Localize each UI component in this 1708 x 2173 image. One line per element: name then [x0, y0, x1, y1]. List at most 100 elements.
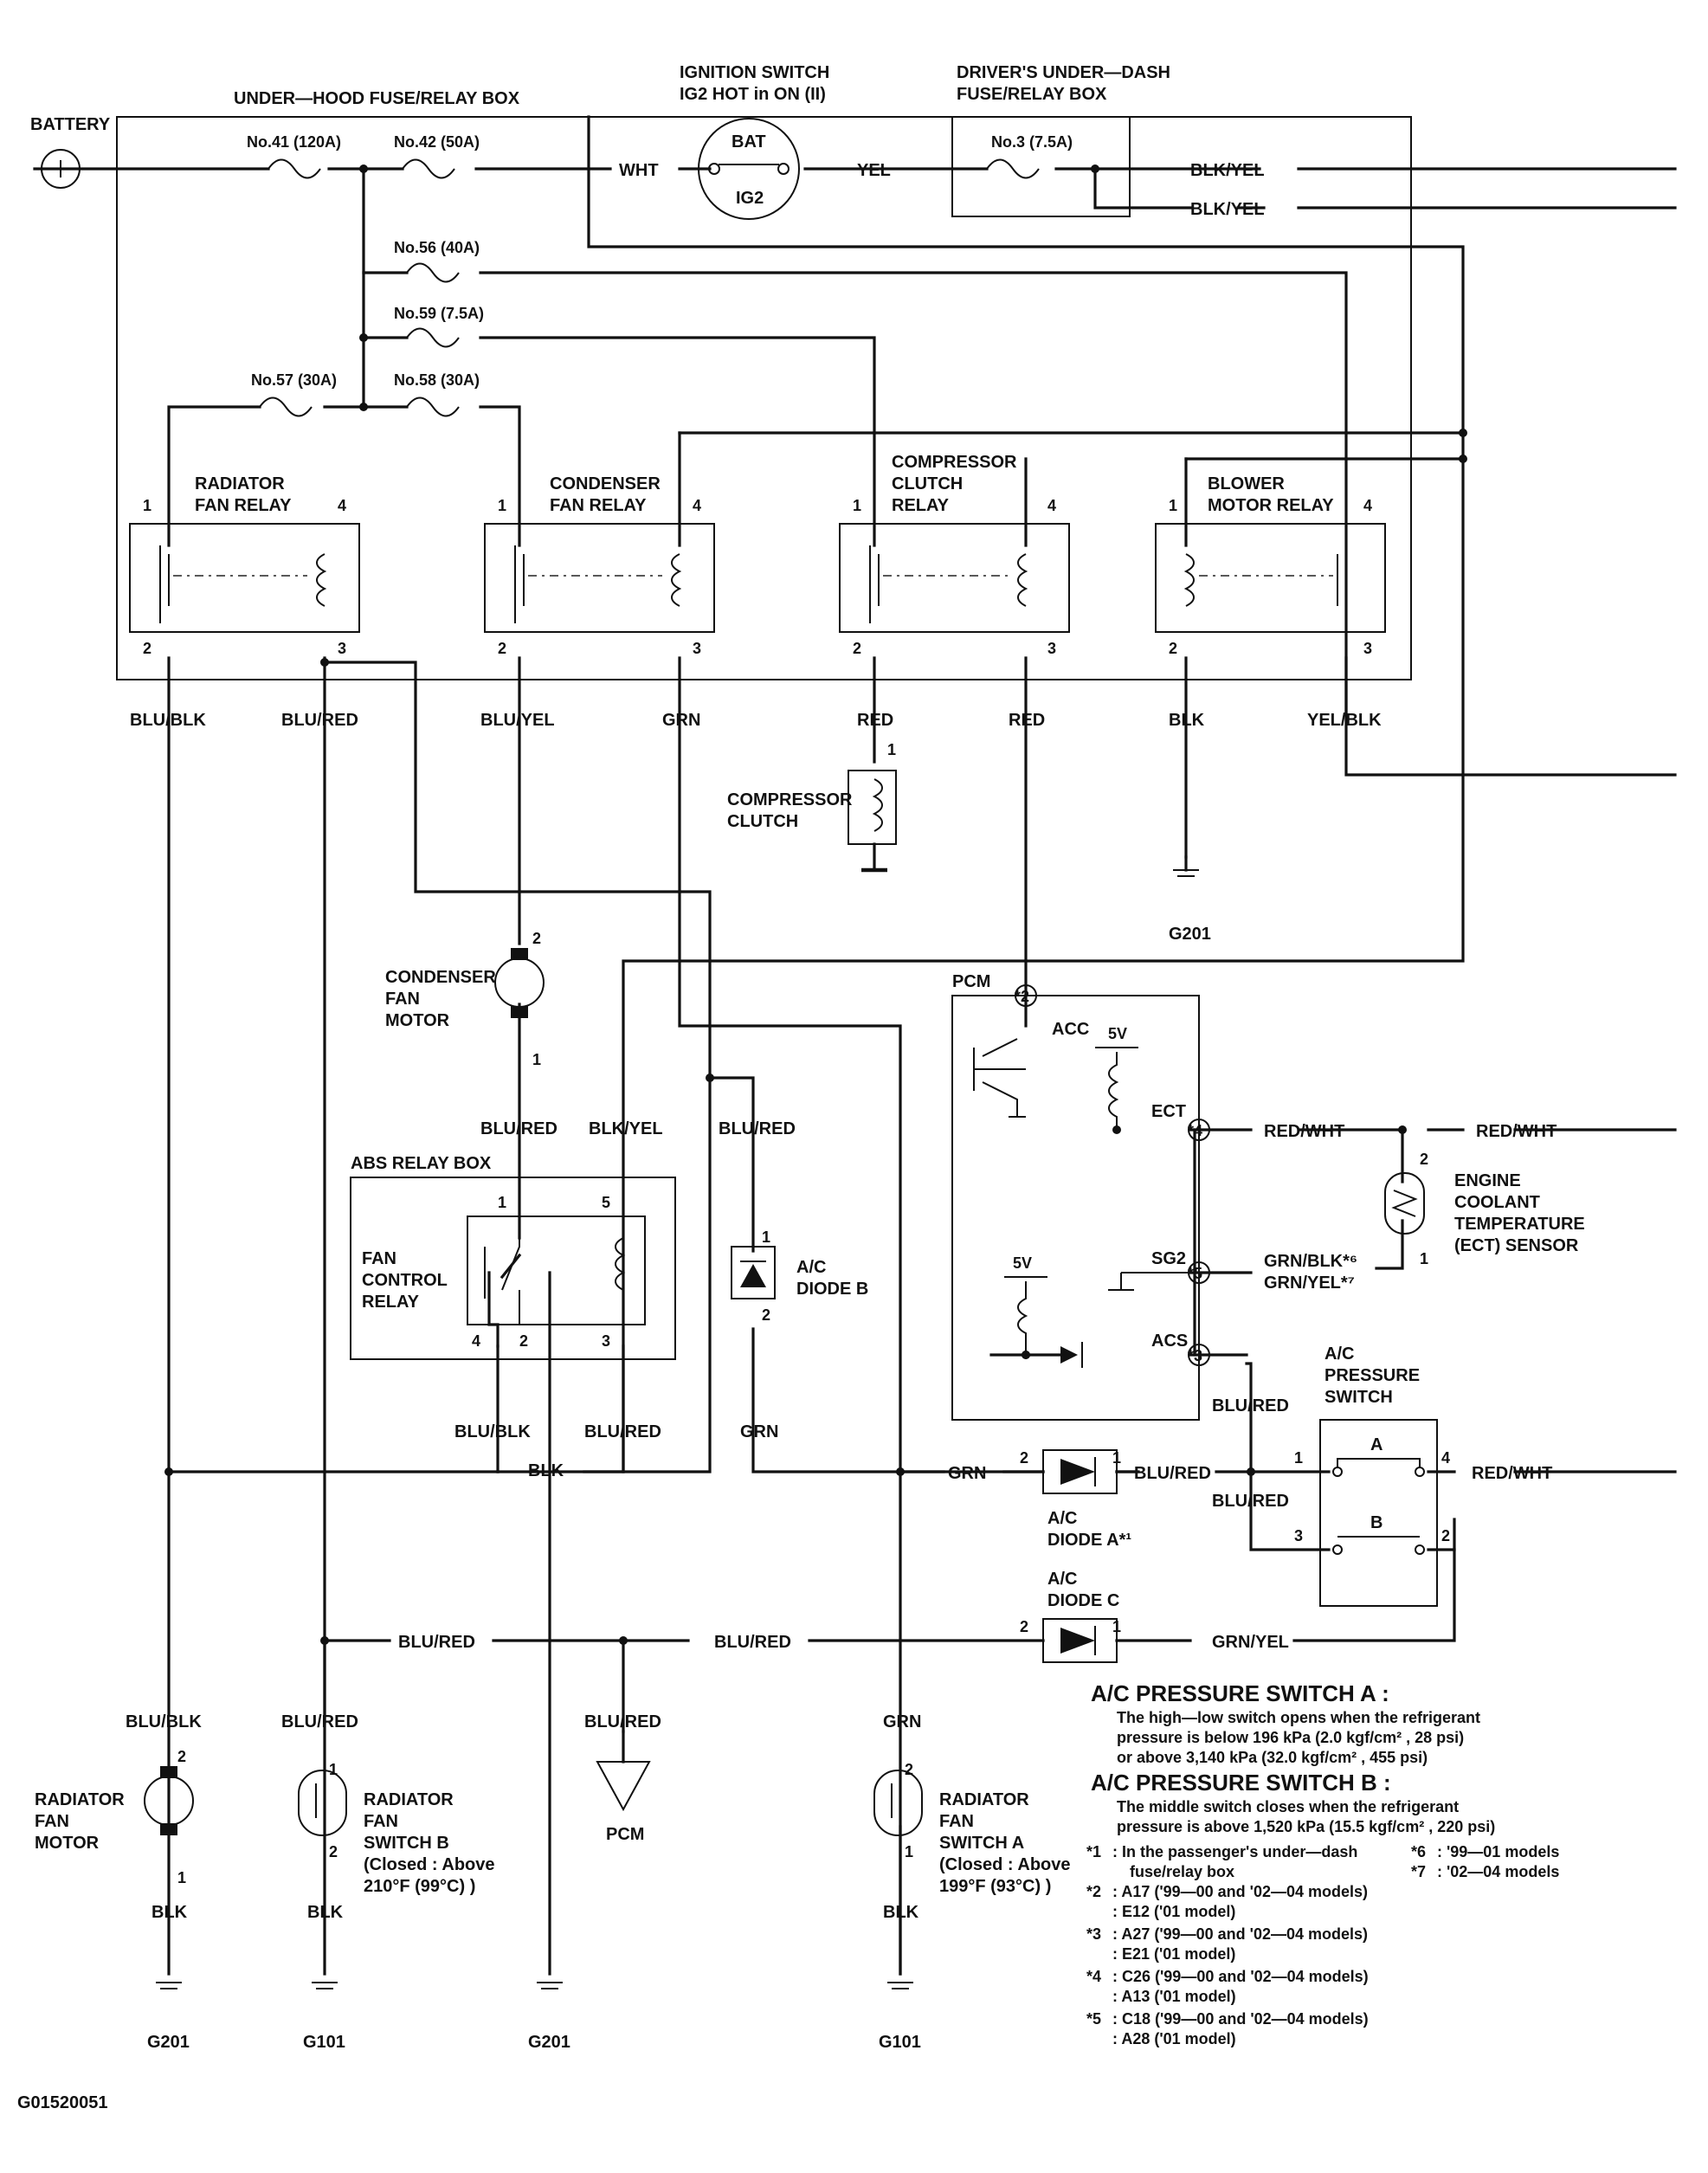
wire-blu-yel-1: BLU/YEL [480, 711, 555, 730]
label-relay-blower-2: MOTOR RELAY [1208, 496, 1334, 515]
label-drivers-box-2: FUSE/RELAY BOX [957, 85, 1107, 104]
note-fn2-a: : A17 ('99—00 and '02—04 models) [1112, 1883, 1368, 1900]
pin-ps-2: 2 [1441, 1527, 1450, 1544]
label-ground-g101-b: G101 [879, 2033, 921, 2052]
label-fuse-57: No.57 (30A) [251, 371, 337, 389]
label-radiator-motor-3: MOTOR [35, 1834, 100, 1853]
label-underhood-box: UNDER—HOOD FUSE/RELAY BOX [234, 89, 520, 108]
drivers-under-dash-fuse-box [951, 116, 1131, 217]
label-pcm-ect: ECT [1151, 1102, 1186, 1121]
label-fuse-56: No.56 (40A) [394, 239, 480, 256]
pin-pcm-3: *3 [1188, 1347, 1202, 1364]
wire-blk-2: BLK [528, 1461, 564, 1480]
pin-pcm-4: *4 [1188, 1122, 1202, 1139]
battery-symbol [41, 149, 81, 189]
label-fan-switch-b-2: FAN [364, 1812, 398, 1831]
wire-blu-red-3: BLU/RED [719, 1119, 796, 1138]
pin-pcm-2: *2 [1015, 988, 1029, 1005]
wire-blk-yel-2: BLK/YEL [1190, 200, 1265, 219]
note-ps-a-3: or above 3,140 kPa (32.0 kgf/cm² , 455 p… [1117, 1749, 1428, 1766]
wire-wht: WHT [619, 161, 659, 180]
component-labels: BATTERY UNDER—HOOD FUSE/RELAY BOX IGNITI… [17, 63, 1585, 2112]
pin-rad-1: 1 [143, 497, 151, 514]
label-fuse-59: No.59 (7.5A) [394, 305, 484, 322]
pcm-box [951, 995, 1251, 1421]
pin-rsa-2: 2 [905, 1761, 913, 1778]
label-pressure-switch-2: PRESSURE [1325, 1366, 1420, 1385]
pin-cm-2: 2 [532, 930, 541, 947]
wire-blu-red-11: BLU/RED [584, 1712, 661, 1731]
pin-da-1: 1 [1112, 1449, 1121, 1467]
condenser-fan-motor-symbol [494, 948, 545, 1018]
label-fuse-58: No.58 (30A) [394, 371, 480, 389]
wire-red-wht-3: RED/WHT [1472, 1464, 1552, 1483]
label-relay-compressor-3: RELAY [892, 496, 950, 515]
wire-yel-blk: YEL/BLK [1307, 711, 1382, 730]
pin-numbers: 1 4 2 3 1 4 2 3 1 4 2 3 1 4 2 3 1 2 1 1 … [143, 497, 1450, 1886]
compressor-clutch-coil [848, 770, 897, 873]
label-pcm: PCM [952, 972, 990, 991]
pin-clutch-1: 1 [887, 741, 896, 758]
wire-grn-2: GRN [740, 1422, 778, 1441]
wire-blk-1: BLK [1169, 711, 1205, 730]
pin-rsb-2: 2 [329, 1843, 338, 1860]
label-abs-relay-box: ABS RELAY BOX [351, 1154, 492, 1173]
pin-cond-2: 2 [498, 640, 506, 657]
ac-diode-c-symbol [1042, 1618, 1118, 1663]
wire-blu-red-8: BLU/RED [398, 1633, 475, 1652]
label-diode-a: A/C [1047, 1509, 1077, 1528]
label-switch-a: A [1370, 1435, 1383, 1454]
label-figure-id: G01520051 [17, 2093, 108, 2112]
label-fan-control-3: RELAY [362, 1293, 420, 1312]
under-hood-fuse-relay-box [116, 116, 1412, 680]
wire-grn-yel: GRN/YEL*⁷ [1264, 1273, 1355, 1293]
label-diode-c-2: DIODE C [1047, 1591, 1119, 1610]
label-relay-blower: BLOWER [1208, 474, 1285, 493]
wire-yel: YEL [857, 161, 891, 180]
label-5v-b: 5V [1013, 1254, 1032, 1272]
label-ground-g201-a: G201 [147, 2033, 190, 2052]
note-fn4-a: : C26 ('99—00 and '02—04 models) [1112, 1968, 1369, 1985]
pcm-pins [1015, 984, 1210, 1366]
label-compressor-clutch: COMPRESSOR [727, 790, 853, 809]
wire-blu-blk-1: BLU/BLK [130, 711, 206, 730]
label-ect-sensor-2: COOLANT [1454, 1193, 1540, 1212]
note-ps-a-1: The high—low switch opens when the refri… [1117, 1709, 1480, 1726]
label-fan-switch-a-3: SWITCH A [939, 1834, 1024, 1853]
ground-g201-top [1173, 855, 1199, 877]
wire-grn-4: GRN [883, 1712, 921, 1731]
pin-db-1: 1 [762, 1228, 770, 1246]
label-relay-radiator-2: FAN RELAY [195, 496, 292, 515]
label-ect-sensor-3: TEMPERATURE [1454, 1215, 1585, 1234]
wire-blu-red-9: BLU/RED [714, 1633, 791, 1652]
pin-cond-1: 1 [498, 497, 506, 514]
label-diode-b-2: DIODE B [796, 1280, 868, 1299]
pin-rm-1: 1 [177, 1869, 186, 1886]
ac-pressure-switch-symbol [1319, 1419, 1438, 1607]
label-ground-g201-b: G201 [528, 2033, 570, 2052]
pin-db-2: 2 [762, 1306, 770, 1324]
note-fn7-mark: *7 [1411, 1863, 1426, 1880]
note-fn1-b: fuse/relay box [1130, 1863, 1234, 1880]
note-fn4-b: : A13 ('01 model) [1112, 1988, 1236, 2005]
pin-blow-2: 2 [1169, 640, 1177, 657]
label-diode-c: A/C [1047, 1570, 1077, 1589]
wire-grn-3: GRN [948, 1464, 986, 1483]
pin-pcm-5: *5 [1188, 1265, 1202, 1282]
pin-blow-1: 1 [1169, 497, 1177, 514]
label-pressure-switch: A/C [1325, 1344, 1354, 1364]
note-fn5-b: : A28 ('01 model) [1112, 2030, 1236, 2047]
wire-blu-red-1: BLU/RED [281, 711, 358, 730]
pin-rsa-1: 1 [905, 1843, 913, 1860]
wire-network [33, 115, 1677, 1976]
note-ps-a-2: pressure is below 196 kPa (2.0 kgf/cm² ,… [1117, 1729, 1464, 1746]
wire-blk-yel-3: BLK/YEL [589, 1119, 663, 1138]
pin-rsb-1: 1 [329, 1761, 338, 1778]
note-fn3-mark: *3 [1086, 1925, 1101, 1943]
note-ps-b-title: A/C PRESSURE SWITCH B : [1091, 1770, 1391, 1796]
note-fn5-mark: *5 [1086, 2010, 1101, 2028]
label-pcm-acc: ACC [1052, 1020, 1089, 1039]
wire-red-wht-1: RED/WHT [1264, 1122, 1344, 1141]
wire-blu-blk-3: BLU/BLK [126, 1712, 202, 1731]
